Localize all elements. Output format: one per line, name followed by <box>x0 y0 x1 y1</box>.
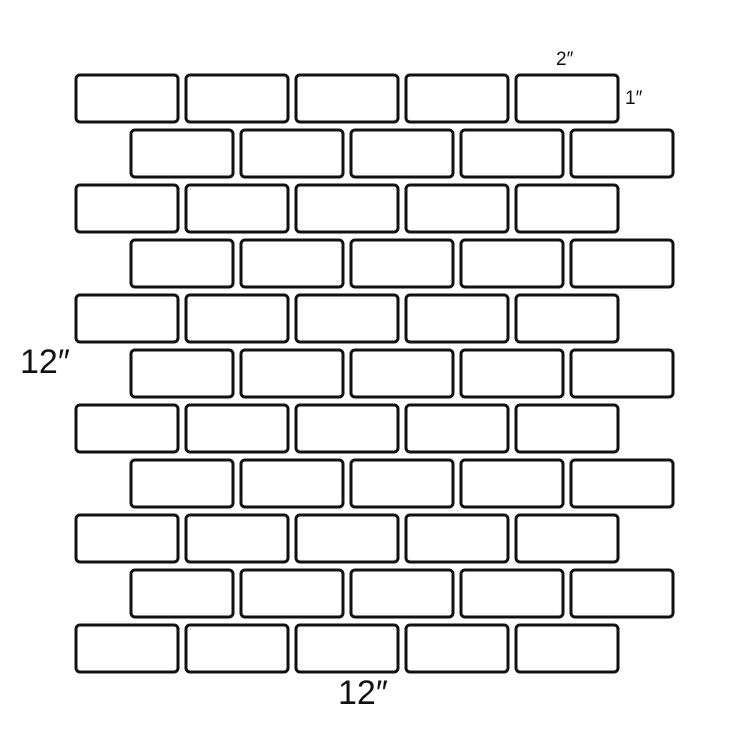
brick-tile <box>569 348 675 399</box>
brick-tile <box>239 568 345 619</box>
brick-tile <box>294 623 400 674</box>
brick-tile <box>404 183 510 234</box>
brick-tile <box>569 238 675 289</box>
brick-tile <box>184 623 290 674</box>
brick-tile <box>349 348 455 399</box>
brick-tile <box>349 128 455 179</box>
brick-tile <box>129 348 235 399</box>
brick-tile <box>349 238 455 289</box>
brick-tile <box>404 623 510 674</box>
brick-tile <box>514 403 620 454</box>
brick-tile <box>74 73 180 124</box>
brick-tile <box>294 403 400 454</box>
brick-tile <box>404 513 510 564</box>
brick-tile <box>569 458 675 509</box>
tile-height-label: 1″ <box>625 88 643 109</box>
brick-tile <box>404 73 510 124</box>
sheet-height-label: 12″ <box>20 343 70 381</box>
brick-tile <box>129 568 235 619</box>
brick-tile <box>74 183 180 234</box>
brick-tile <box>74 513 180 564</box>
brick-tile <box>239 238 345 289</box>
brick-tile <box>404 293 510 344</box>
brick-tile <box>239 348 345 399</box>
brick-tile <box>349 458 455 509</box>
brick-tile <box>459 568 565 619</box>
brick-tile <box>184 513 290 564</box>
brick-tile <box>74 293 180 344</box>
brick-tile <box>514 293 620 344</box>
tile-width-label: 2″ <box>556 49 574 70</box>
brick-tile <box>514 183 620 234</box>
brick-tile <box>239 128 345 179</box>
brick-tile <box>129 128 235 179</box>
brick-tile <box>459 238 565 289</box>
brick-tile <box>184 293 290 344</box>
brick-tile <box>514 623 620 674</box>
brick-tile <box>294 73 400 124</box>
brick-tile <box>129 238 235 289</box>
brick-tile <box>294 293 400 344</box>
brick-tile <box>74 403 180 454</box>
brick-tile <box>184 183 290 234</box>
sheet-width-label: 12″ <box>338 674 388 712</box>
brick-tile <box>514 73 620 124</box>
brick-tile <box>459 128 565 179</box>
brick-tile <box>459 458 565 509</box>
brick-tile <box>294 183 400 234</box>
brick-tile <box>184 403 290 454</box>
brick-tile <box>184 73 290 124</box>
brick-tile <box>569 128 675 179</box>
brick-tile <box>74 623 180 674</box>
brick-tile <box>404 403 510 454</box>
brick-tile <box>349 568 455 619</box>
brick-tile <box>239 458 345 509</box>
brick-tile <box>129 458 235 509</box>
brick-tile <box>459 348 565 399</box>
brick-tile <box>514 513 620 564</box>
brick-tile <box>569 568 675 619</box>
brick-tile <box>294 513 400 564</box>
